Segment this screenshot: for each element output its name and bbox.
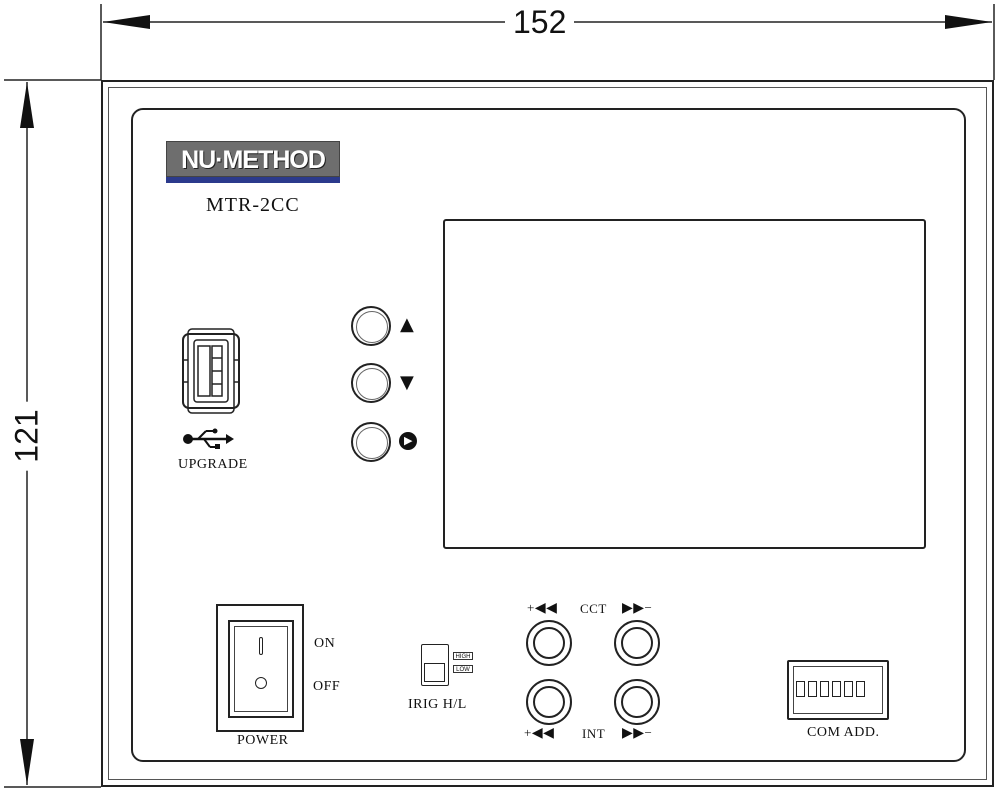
power-on-mark: [259, 637, 263, 655]
power-on-label: ON: [314, 636, 336, 651]
dip-switch-6[interactable]: [856, 681, 865, 697]
int-minus-label: ▶▶−: [622, 725, 652, 741]
width-dimension-label: 152: [505, 6, 575, 38]
plus-sign: +: [527, 600, 535, 615]
minus-sign: −: [644, 600, 653, 615]
lcd-display: [443, 219, 926, 549]
device-outline: [101, 80, 994, 787]
int-plus-label: +◀◀: [524, 725, 554, 741]
cct-minus-label: ▶▶−: [622, 600, 652, 616]
int-label: INT: [582, 726, 606, 741]
irig-low-tag: LOW: [453, 665, 473, 673]
up-key[interactable]: [351, 306, 391, 346]
brand-underline: [166, 177, 340, 183]
minus-sign: −: [644, 725, 653, 740]
power-label: POWER: [237, 733, 289, 748]
irig-label: IRIG H/L: [408, 697, 467, 712]
dip-switch-1[interactable]: [796, 681, 805, 697]
play-glyph: ▶: [404, 434, 413, 447]
int-increase-button[interactable]: [526, 679, 572, 725]
play-circle-icon: ▶: [399, 432, 417, 450]
usb-icon: [183, 428, 234, 449]
irig-high-tag: HIGH: [453, 652, 473, 660]
device-bezel: [108, 87, 987, 780]
model-name: MTR-2CC: [206, 194, 300, 216]
com-address-label: COM ADD.: [807, 725, 880, 740]
irig-switch[interactable]: [421, 644, 449, 686]
usb-port[interactable]: [182, 328, 240, 414]
enter-key[interactable]: [351, 422, 391, 462]
power-switch-housing: [216, 604, 304, 732]
dip-switch-3[interactable]: [820, 681, 829, 697]
int-decrease-button[interactable]: [614, 679, 660, 725]
dip-switch-4[interactable]: [832, 681, 841, 697]
faceplate: [131, 108, 966, 762]
brand-name: NU·METHOD: [166, 141, 340, 177]
height-dimension-label: 121: [9, 401, 45, 471]
power-rocker-face: [234, 626, 288, 712]
cct-plus-label: +◀◀: [527, 600, 557, 616]
triangle-up-icon: ▲: [400, 314, 414, 335]
down-key[interactable]: [351, 363, 391, 403]
rewind-icon: ◀◀: [531, 725, 555, 741]
power-off-mark: [255, 677, 267, 689]
cct-decrease-button[interactable]: [614, 620, 660, 666]
plus-sign: +: [524, 725, 532, 740]
dip-switch-row: [796, 681, 865, 697]
triangle-down-icon: ▼: [400, 372, 414, 393]
dip-switch-5[interactable]: [844, 681, 853, 697]
com-address-dip-switch[interactable]: [787, 660, 889, 720]
cct-label: CCT: [580, 601, 607, 616]
dip-switch-window: [793, 666, 883, 714]
usb-label: UPGRADE: [178, 457, 248, 472]
irig-switch-lever: [424, 663, 445, 682]
brand-logo: NU·METHOD: [166, 141, 340, 185]
power-switch[interactable]: [228, 620, 294, 718]
cct-increase-button[interactable]: [526, 620, 572, 666]
forward-icon: ▶▶: [622, 600, 645, 616]
power-off-label: OFF: [313, 679, 341, 694]
rewind-icon: ◀◀: [534, 600, 558, 616]
dip-switch-2[interactable]: [808, 681, 817, 697]
forward-icon: ▶▶: [622, 725, 645, 741]
